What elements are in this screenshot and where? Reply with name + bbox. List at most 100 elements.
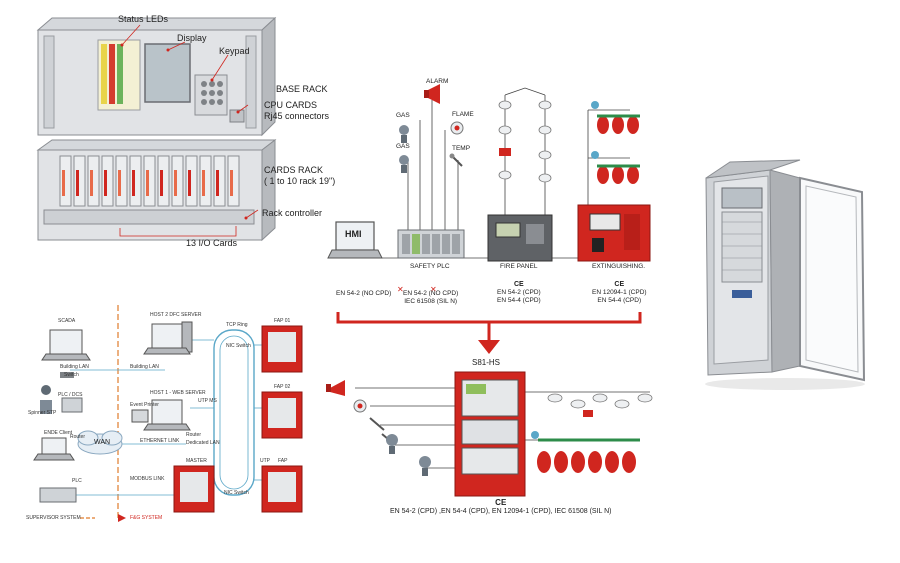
io-card (59, 155, 72, 207)
io-card (199, 155, 212, 207)
fire-panel (487, 214, 553, 262)
io-card-led-strip (160, 170, 163, 196)
io-card-led-strip (174, 170, 177, 196)
io-card (73, 155, 86, 207)
nic-switch-label: NIC Switch (226, 343, 251, 349)
io-card (185, 155, 198, 207)
host-dfc-computer (143, 321, 193, 355)
io-card (157, 155, 170, 207)
smoke-detector-chain (498, 100, 552, 183)
temp-sensor-icon (449, 153, 463, 167)
rack-display (144, 43, 191, 103)
display-label: Display (177, 33, 207, 43)
io-card (171, 155, 184, 207)
svg-text:✕: ✕ (397, 285, 404, 294)
hmi-cert: EN 54-2 (NO CPD) (336, 290, 392, 297)
gas-label: GAS (396, 112, 410, 119)
cards-rack-sub-label: ( 1 to 10 rack 19") (264, 176, 336, 186)
gas-detector-icon (386, 434, 398, 454)
fap-label: FAP 01 (274, 318, 291, 324)
extinguishing-panel (577, 204, 651, 262)
s81-diagram (326, 371, 653, 497)
smoke-detector-chain (547, 393, 653, 409)
flame-detector-icon (450, 121, 464, 135)
ende-laptop (33, 437, 75, 461)
plc-diagram: ✕ ✕ (327, 84, 651, 294)
gas-detector-icon (399, 125, 409, 143)
temp-label: TEMP (452, 145, 471, 152)
plc-cert: EN 54-2 (NO CPD)IEC 61508 (SIL N) (403, 290, 459, 305)
safety-plc-label: SAFETY PLC (410, 263, 450, 270)
host-web-computer (131, 399, 191, 431)
io-card (115, 155, 128, 207)
fire-panel-label: FIRE PANEL (500, 263, 538, 270)
rack-controller-label: Rack controller (262, 208, 323, 218)
io-card-led-strip (90, 170, 93, 196)
rack-assembly (36, 16, 277, 242)
io-card (213, 155, 226, 207)
io-card-led-strip (202, 170, 205, 196)
io-card-led-strip (76, 170, 79, 196)
rj45-label: Rj45 connectors (264, 111, 330, 121)
status-leds-label: Status LEDs (118, 14, 169, 24)
ende-client-label: ENDE Client (44, 430, 73, 436)
io-cards (59, 155, 240, 207)
router-label: Router (70, 434, 86, 440)
nic-switch-label: NIC Switch (224, 490, 249, 496)
s81-cert: CE EN 54-2 (CPD) ,EN 54-4 (CPD), EN 1209… (390, 498, 612, 515)
plc-label: PLC (72, 478, 82, 484)
io-card-led-strip (62, 170, 65, 196)
scada-label: SCADA (58, 318, 76, 324)
s81-title: S81-HS (472, 358, 501, 367)
hmi-label: HMI (345, 229, 362, 239)
io-card (87, 155, 100, 207)
io-card-led-strip (118, 170, 121, 196)
fg-system-label: F&G SYSTEM (130, 515, 163, 521)
spinner-label: Spinner STP (28, 410, 57, 416)
modbus-link-label: MODBUS LINK (130, 476, 165, 482)
host-web-label: HOST 1 - WEB SERVER (150, 390, 206, 396)
wan-label: WAN (94, 439, 111, 446)
svg-text:✕: ✕ (430, 285, 437, 294)
io-card-led-strip (146, 170, 149, 196)
extinguishing-label: EXTINGUISHING. (592, 263, 646, 270)
router-label: Router (186, 432, 202, 438)
s81-cabinet (454, 371, 526, 497)
safety-plc (397, 229, 465, 259)
status-leds (97, 39, 141, 111)
fap-cabinet (261, 465, 303, 513)
host-dfc-label: HOST 2 DFC SERVER (150, 312, 202, 318)
gas-label: GAS (396, 143, 410, 150)
gas-detector-icon (419, 456, 431, 476)
plc-dcs-label: PLC / DCS (58, 392, 83, 398)
io-card-led-strip (230, 170, 233, 196)
utp-label: UTP MS (198, 398, 217, 404)
cabinet-photo (705, 159, 866, 390)
gas-detector-icon (399, 155, 409, 173)
dedicated-lan-label: Dedicated LAN (186, 440, 220, 446)
scada-computer (41, 329, 91, 361)
io-card-led-strip (104, 170, 107, 196)
ethernet-link-label: ETHERNET LINK (140, 438, 180, 444)
master-label: MASTER (186, 458, 207, 464)
fap-label: FAP (278, 458, 288, 464)
fap-cabinet (261, 325, 303, 373)
supervisor-system-label: SUPERVISOR SYSTEM (26, 515, 81, 521)
keypad-label: Keypad (219, 46, 250, 56)
extinguisher-cylinders (591, 101, 640, 184)
rack-keypad (194, 74, 228, 116)
io-card (143, 155, 156, 207)
io-card-led-strip (132, 170, 135, 196)
alarm-label: ALARM (426, 78, 449, 85)
io-cards-label: 13 I/O Cards (186, 238, 238, 248)
master-cabinet (173, 465, 215, 513)
alarm-horn-icon (326, 380, 345, 396)
alarm-horn-icon (424, 84, 440, 104)
building-lan-label: Building LAN (130, 364, 159, 370)
wan-cloud (77, 430, 123, 455)
io-card-led-strip (188, 170, 191, 196)
fap-cabinet (261, 391, 303, 439)
